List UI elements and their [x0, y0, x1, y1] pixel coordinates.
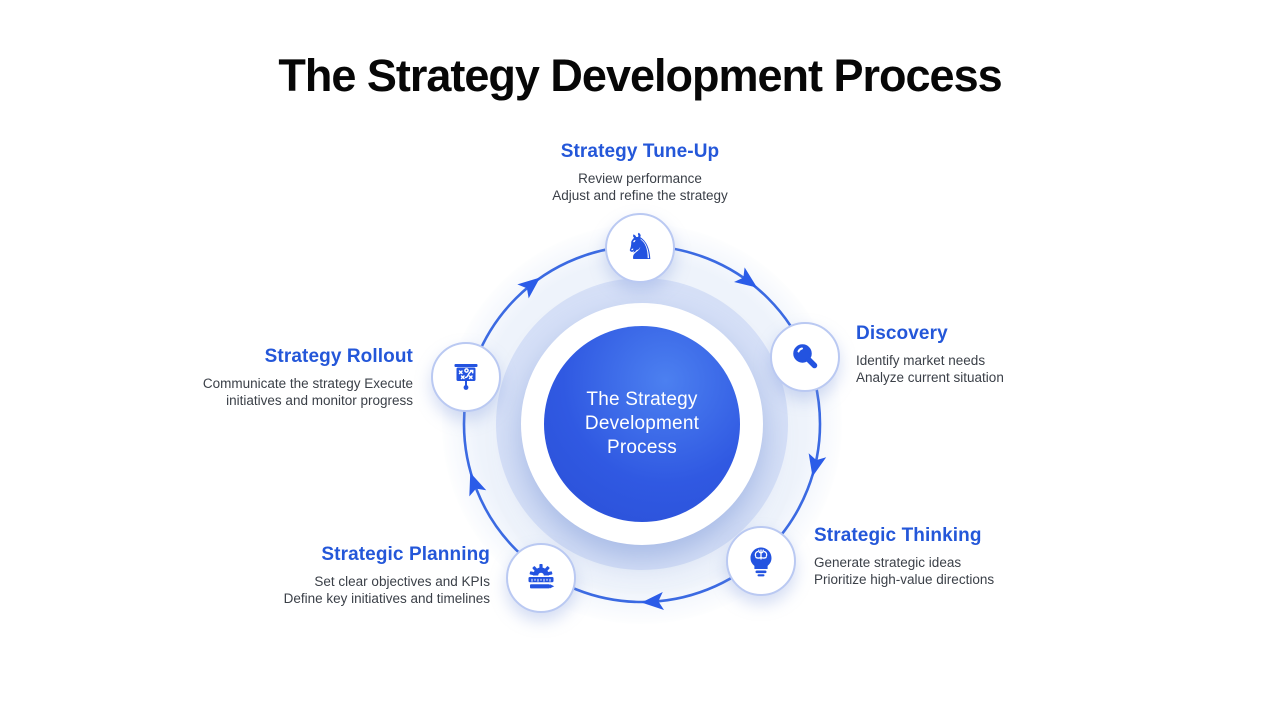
chess-knight-icon: ♞ — [623, 227, 657, 268]
step-strategy-tune-up: Strategy Tune-Up Review performance Adju… — [440, 141, 840, 204]
step-title: Strategic Planning — [321, 544, 490, 565]
step-title: Strategy Rollout — [264, 346, 413, 367]
gear-ruler-icon — [528, 564, 555, 589]
step-line: Set clear objectives and KPIs — [314, 574, 490, 589]
node-strategic-planning — [506, 543, 576, 613]
magnifier-icon — [793, 344, 818, 369]
step-line: Analyze current situation — [856, 369, 1004, 385]
node-strategic-thinking — [726, 526, 796, 596]
step-line: Review performance — [578, 171, 702, 186]
bulb-brain-icon — [750, 547, 772, 577]
step-line: Define key initiatives and timelines — [283, 590, 490, 606]
step-line: Communicate the strategy Execute — [202, 376, 413, 391]
step-line: Identify market needs — [856, 353, 986, 368]
center-circle: The Strategy Development Process — [544, 326, 740, 522]
strategy-board-icon — [454, 364, 478, 390]
page-title: The Strategy Development Process — [278, 50, 1002, 101]
step-strategy-rollout: Strategy Rollout Communicate the strateg… — [113, 346, 413, 409]
step-title: Strategic Thinking — [814, 525, 982, 546]
step-line: initiatives and monitor progress — [226, 392, 413, 408]
step-strategic-thinking: Strategic Thinking Generate strategic id… — [814, 525, 1094, 588]
step-line: Adjust and refine the strategy — [552, 187, 728, 203]
node-strategy-rollout — [431, 342, 501, 412]
node-discovery — [770, 322, 840, 392]
node-strategy-tune-up: ♞ — [605, 213, 675, 283]
step-line: Generate strategic ideas — [814, 555, 962, 570]
step-strategic-planning: Strategic Planning Set clear objectives … — [190, 544, 490, 607]
step-title: Discovery — [856, 323, 948, 344]
center-label: The Strategy Development Process — [584, 388, 700, 459]
step-line: Prioritize high-value directions — [814, 571, 995, 587]
step-title: Strategy Tune-Up — [560, 141, 720, 162]
step-discovery: Discovery Identify market needs Analyze … — [856, 323, 1116, 386]
clockwise-arrowheads — [469, 267, 827, 610]
